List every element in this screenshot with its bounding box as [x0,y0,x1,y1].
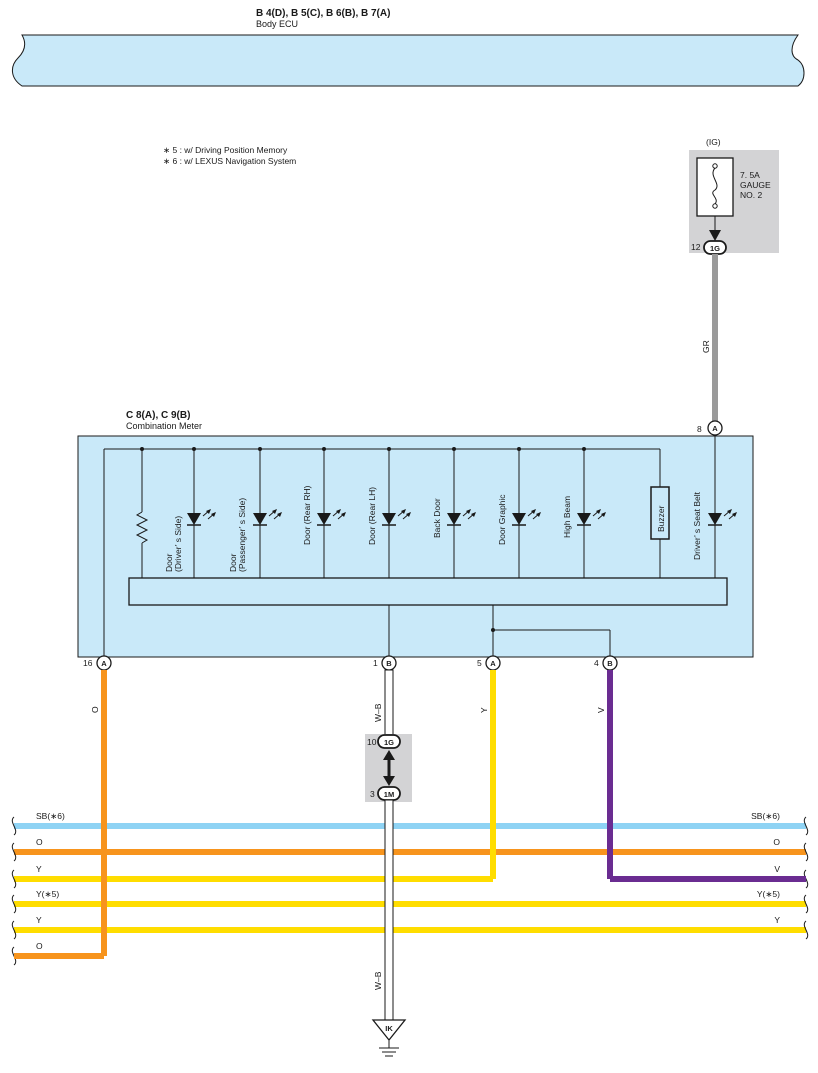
svg-text:A: A [101,659,107,668]
bus-label-right: SB(∗6) [751,811,780,821]
led-door-driver-icon [187,449,216,578]
resistor-icon [135,511,149,544]
svg-text:1G: 1G [384,738,394,747]
led-seat-belt-icon [708,509,737,526]
connector-arrow-icon [709,230,721,241]
svg-text:A: A [490,659,496,668]
wire-wb-lower [384,799,394,1021]
ground-ik-icon [371,1019,407,1042]
label-door-driver-2: (Driver’ s Side) [173,516,183,572]
pin-5: 5 [477,658,482,668]
label-high-beam: High Beam [562,496,572,538]
label-door-pass-1: Door [228,553,238,572]
meter-name: Combination Meter [126,421,202,431]
led-door-passenger-icon [253,449,282,578]
bus-label-left: SB(∗6) [36,811,65,821]
label-door-rear-rh: Door (Rear RH) [302,485,312,545]
fuse-pin: 12 [691,242,701,252]
note-6: ∗ 6 : w/ LEXUS Navigation System [163,156,296,166]
fuse-icon [712,167,718,205]
bus-label-left: Y [36,864,42,874]
fuse-rating: 7. 5A [740,170,760,180]
bus-label-left: O [36,837,43,847]
bus-label-right: Y [774,915,780,925]
bus-line-1: SB(∗6) SB(∗6) [11,811,809,836]
led-door-rear-lh-icon [382,449,411,578]
wire-wb-label: W–B [373,703,383,722]
meter-connectors: C 8(A), C 9(B) [126,410,190,421]
fuse-name-2: NO. 2 [740,190,762,200]
bus-label-right: O [773,837,780,847]
note-5: ∗ 5 : w/ Driving Position Memory [163,145,288,155]
svg-text:B: B [607,659,613,668]
bus-label-left: Y(∗5) [36,889,59,899]
led-back-door-icon [447,449,476,578]
body-ecu-block [12,34,805,87]
pin-4: 4 [594,658,599,668]
wire-wb-upper [384,669,394,737]
svg-text:1M: 1M [384,790,394,799]
led-high-beam-icon [577,449,606,578]
svg-text:B: B [386,659,392,668]
bus-label-right: V [774,864,780,874]
wire-wb-lower-label: W–B [373,971,383,990]
meter-control-bar [128,577,728,606]
label-door-rear-lh: Door (Rear LH) [367,487,377,545]
label-door-pass-2: (Passenger’ s Side) [237,498,247,572]
svg-text:1G: 1G [710,244,720,253]
bus-label-left: Y [36,915,42,925]
ecu-name: Body ECU [256,19,298,29]
fuse-source: (IG) [706,137,721,147]
ecu-connectors: B 4(D), B 5(C), B 6(B), B 7(A) [256,8,390,19]
buzzer-label: Buzzer [656,505,666,532]
label-seat-belt: Driver’ s Seat Belt [692,491,702,560]
bus-line-4: Y(∗5) Y(∗5) [11,889,809,914]
label-door-graphic: Door Graphic [497,494,507,545]
wire-o-label: O [90,706,100,713]
bus-label-left: O [36,941,43,951]
meter-top-pin: 8 [697,424,702,434]
connector-1g-junction [377,734,401,749]
wire-gr-label: GR [701,340,711,353]
connector-up-arrow-icon [383,750,395,760]
wire-y-label: Y [479,707,489,713]
junction-pin-top: 10 [367,737,377,747]
combination-meter-block [77,435,754,658]
connector-a-top [707,420,723,436]
wire-v-label: V [596,707,606,713]
pin-1: 1 [373,658,378,668]
pin-16: 16 [83,658,93,668]
ground-label: IK [385,1024,393,1033]
svg-text:A: A [712,424,718,433]
junction-pin-bottom: 3 [370,789,375,799]
label-door-driver-1: Door [164,553,174,572]
connector-down-arrow-icon [383,776,395,786]
led-door-rear-rh-icon [317,449,346,578]
label-back-door: Back Door [432,498,442,538]
fuse-name-1: GAUGE [740,180,771,190]
bus-label-right: Y(∗5) [757,889,780,899]
led-door-graphic-icon [512,449,541,578]
